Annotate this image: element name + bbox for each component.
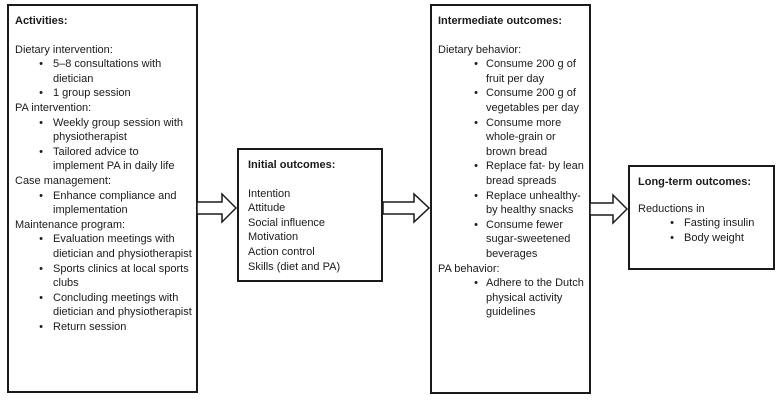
bullet-text: Fasting insulin <box>684 217 755 230</box>
bullet-icon: • <box>39 189 43 202</box>
bullet-icon: • <box>39 233 43 246</box>
bullet-item: • 5–8 consultations with dietician <box>15 57 192 86</box>
bullet-item: • Fasting insulin <box>638 216 769 231</box>
bullet-icon: • <box>39 145 43 158</box>
initial-outcome-item: Attitude <box>248 202 286 215</box>
intermediate-outcomes-box-title: Intermediate outcomes: <box>438 15 563 27</box>
bullet-text: Return session <box>53 320 127 333</box>
bullet-icon: • <box>670 217 674 230</box>
bullet-item: • Consume 200 g of fruit per day <box>438 57 585 86</box>
bullet-text: Concluding meetings with dietician and p… <box>53 291 192 319</box>
bullet-item: • Consume 200 g of vegetables per day <box>438 86 585 115</box>
bullet-text: Consume more whole-grain or brown bread <box>486 116 562 158</box>
right-block-arrow-icon <box>383 192 430 224</box>
bullet-text: 1 group session <box>53 87 131 100</box>
initial-outcome-item: Social influence <box>248 216 326 229</box>
bullet-item: • Tailored advice to implement PA in dai… <box>15 145 192 174</box>
bullet-item: • Body weight <box>638 231 769 246</box>
bullet-icon: • <box>474 116 478 129</box>
bullet-text: Body weight <box>684 231 744 244</box>
bullet-item: • Enhance compliance and implementation <box>15 189 192 218</box>
section-label-case-management: Case management: <box>15 174 111 187</box>
initial-outcome-item: Action control <box>248 245 315 258</box>
bullet-icon: • <box>474 58 478 71</box>
bullet-item: • Replace fat- by lean bread spreads <box>438 159 585 188</box>
bullet-item: • Sports clinics at local sports clubs <box>15 262 192 291</box>
bullet-item: • Weekly group session with physiotherap… <box>15 116 192 145</box>
bullet-item: • Consume more whole-grain or brown brea… <box>438 116 585 160</box>
right-block-arrow-icon <box>590 193 628 225</box>
bullet-text: Evaluation meetings with dietician and p… <box>53 233 192 260</box>
section-label-pa-behavior: PA behavior: <box>438 262 500 275</box>
flow-arrow-activities-to-initial <box>197 192 237 224</box>
long-term-intro: Reductions in <box>638 202 705 215</box>
bullet-text: Replace unhealthy- by healthy snacks <box>486 189 581 217</box>
section-label-pa-intervention: PA intervention: <box>15 101 92 114</box>
bullet-item: • Consume fewer sugar-sweetened beverage… <box>438 218 585 262</box>
long-term-outcomes-box-title: Long-term outcomes: <box>638 176 752 188</box>
bullet-icon: • <box>474 277 478 290</box>
bullet-item: • Return session <box>15 320 192 335</box>
bullet-icon: • <box>39 58 43 71</box>
bullet-text: Tailored advice to implement PA in daily… <box>53 145 175 173</box>
bullet-text: Sports clinics at local sports clubs <box>53 262 189 290</box>
bullet-icon: • <box>39 116 43 129</box>
right-block-arrow-icon <box>197 192 237 224</box>
initial-outcome-item: Motivation <box>248 231 299 244</box>
bullet-text: Consume 200 g of vegetables per day <box>486 87 579 114</box>
bullet-icon: • <box>39 320 43 333</box>
bullet-text: 5–8 consultations with dietician <box>53 58 162 85</box>
bullet-item: • Adhere to the Dutch physical activity … <box>438 276 585 320</box>
initial-outcomes-box-title: Initial outcomes: <box>248 159 336 171</box>
bullet-text: Enhance compliance and implementation <box>53 189 177 217</box>
bullet-text: Consume 200 g of fruit per day <box>486 58 576 85</box>
long-term-outcomes-box: Long-term outcomes: Reductions in • Fast… <box>628 165 775 270</box>
bullet-item: • Replace unhealthy- by healthy snacks <box>438 189 585 218</box>
bullet-item: • Evaluation meetings with dietician and… <box>15 232 192 261</box>
bullet-icon: • <box>474 87 478 100</box>
bullet-icon: • <box>474 189 478 202</box>
activities-box: Activities: Dietary intervention: • 5–8 … <box>7 4 198 393</box>
bullet-item: • 1 group session <box>15 86 192 101</box>
bullet-item: • Concluding meetings with dietician and… <box>15 291 192 320</box>
section-label-maintenance-program: Maintenance program: <box>15 218 126 231</box>
flow-arrow-initial-to-intermediate <box>383 192 430 224</box>
section-label-dietary-intervention: Dietary intervention: <box>15 43 113 56</box>
initial-outcome-item: Skills (diet and PA) <box>248 260 341 273</box>
activities-box-title: Activities: <box>15 15 68 27</box>
intermediate-outcomes-box: Intermediate outcomes: Dietary behavior:… <box>430 4 591 394</box>
bullet-text: Weekly group session with physiotherapis… <box>53 116 184 144</box>
bullet-icon: • <box>39 87 43 100</box>
bullet-icon: • <box>670 231 674 244</box>
bullet-icon: • <box>474 218 478 231</box>
bullet-icon: • <box>39 262 43 275</box>
initial-outcomes-box: Initial outcomes: Intention Attitude Soc… <box>237 148 383 282</box>
bullet-icon: • <box>474 160 478 173</box>
bullet-icon: • <box>39 291 43 304</box>
section-label-dietary-behavior: Dietary behavior: <box>438 43 522 56</box>
bullet-text: Consume fewer sugar-sweetened beverages <box>486 218 571 260</box>
bullet-text: Replace fat- by lean bread spreads <box>486 160 584 187</box>
flow-arrow-intermediate-to-longterm <box>590 193 628 225</box>
bullet-text: Adhere to the Dutch physical activity gu… <box>486 277 584 319</box>
initial-outcome-item: Intention <box>248 187 291 200</box>
